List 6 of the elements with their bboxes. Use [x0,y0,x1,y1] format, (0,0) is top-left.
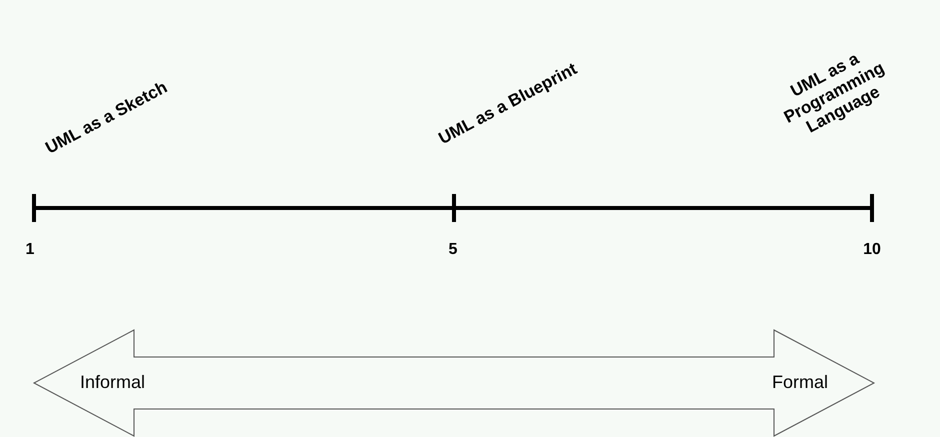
tick-number: 1 [26,241,34,259]
tick-number: 10 [863,241,881,259]
arrow-end-label: Informal [80,372,146,393]
arrow-end-label: Formal [772,372,828,393]
double-arrow [32,329,876,437]
tick-number: 5 [448,241,458,259]
